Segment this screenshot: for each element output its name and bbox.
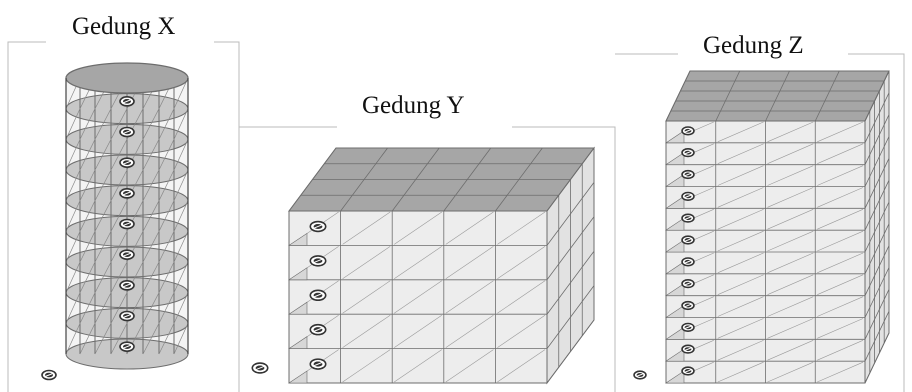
title-building-y: Gedung Y <box>356 93 471 118</box>
ceiling-device-icon <box>681 322 695 332</box>
frame-z-right <box>848 53 905 392</box>
ceiling-device-icon <box>681 191 695 201</box>
frame-x-right <box>214 41 240 392</box>
ceiling-device-icon <box>119 96 135 107</box>
ceiling-device-icon <box>309 323 327 336</box>
ceiling-device-icon <box>41 369 57 381</box>
panel-frames <box>7 41 905 392</box>
ceiling-device-icon <box>681 169 695 180</box>
building-x <box>41 62 189 381</box>
ceiling-device-icon <box>119 157 135 168</box>
ceiling-device-icon <box>309 358 327 370</box>
frame-x-left <box>7 41 46 392</box>
ceiling-device-icon <box>119 188 135 199</box>
ceiling-device-icon <box>681 257 695 267</box>
ceiling-device-icon <box>119 126 135 138</box>
ceiling-device-icon <box>681 366 695 376</box>
ceiling-device-icon <box>251 362 269 374</box>
ceiling-device-icon <box>681 300 695 311</box>
frame-y-right <box>512 126 616 392</box>
building-z <box>633 70 890 384</box>
ceiling-device-icon <box>309 220 327 233</box>
ceiling-device-icon <box>681 148 695 158</box>
title-building-x: Gedung X <box>66 14 182 39</box>
ceiling-device-icon <box>681 126 695 136</box>
ceiling-device-icon <box>119 249 135 260</box>
ceiling-device-icon <box>119 310 135 322</box>
ceiling-device-icon <box>309 255 327 267</box>
ceiling-device-icon <box>119 280 135 291</box>
ceiling-device-icon <box>309 289 327 302</box>
ceiling-device-icon <box>633 370 647 380</box>
ceiling-device-icon <box>119 341 135 352</box>
title-building-z: Gedung Z <box>697 33 810 58</box>
ceiling-device-icon <box>119 218 135 230</box>
ceiling-device-icon <box>681 235 695 245</box>
roof <box>65 62 189 94</box>
building-y <box>251 146 595 385</box>
ceiling-device-icon <box>681 213 695 223</box>
ceiling-device-icon <box>681 344 695 354</box>
ceiling-device-icon <box>681 279 695 289</box>
